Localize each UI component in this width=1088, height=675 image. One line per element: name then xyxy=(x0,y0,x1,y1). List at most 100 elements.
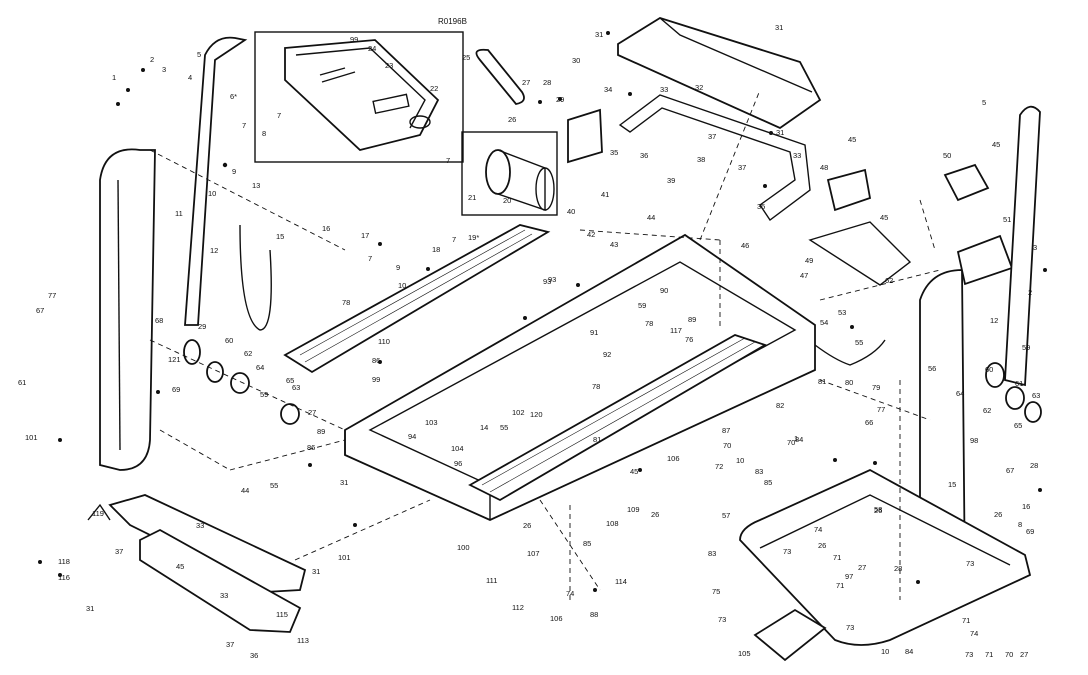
callout-label: 73 xyxy=(846,623,854,632)
callout-label: 37 xyxy=(708,132,716,141)
callout-label: 3 xyxy=(1033,243,1037,252)
callout-label: 45 xyxy=(848,135,856,144)
callout-label: 59 xyxy=(1022,343,1030,352)
callout-label: 109 xyxy=(627,505,640,514)
callout-label: 67 xyxy=(36,306,44,315)
callout-label: 49 xyxy=(805,256,813,265)
callout-label: 83 xyxy=(708,549,716,558)
callout-label: 73 xyxy=(783,547,791,556)
callout-label: 62 xyxy=(983,406,991,415)
callout-label: 31 xyxy=(86,604,94,613)
callout-label: 47 xyxy=(800,271,808,280)
fasteners xyxy=(38,31,1047,592)
callout-label: 84 xyxy=(905,647,913,656)
callout-label: 10 xyxy=(736,456,744,465)
callout-label: 93 xyxy=(543,277,551,286)
callout-label: 8 xyxy=(262,129,266,138)
callout-label: 32 xyxy=(695,83,703,92)
callout-label: 29 xyxy=(556,95,564,104)
callout-label: 115 xyxy=(276,610,288,619)
power-cord xyxy=(814,339,886,366)
callout-label: 92 xyxy=(603,350,611,359)
callout-label: 60 xyxy=(225,336,233,345)
callout-label: 111 xyxy=(486,576,497,585)
callout-label: 102 xyxy=(512,408,525,417)
callout-label: 55 xyxy=(270,481,278,490)
callout-label: 6* xyxy=(230,92,237,101)
callout-label: 25 xyxy=(462,53,470,62)
callout-label: 59 xyxy=(638,301,646,310)
callout-label: 78 xyxy=(342,298,350,307)
callout-label: 114 xyxy=(615,577,627,586)
callout-label: 64 xyxy=(956,389,964,398)
wire-loop xyxy=(239,224,272,331)
callout-label: 10 xyxy=(881,647,889,656)
callout-label: 99 xyxy=(350,35,358,44)
callout-label: 2 xyxy=(1028,288,1032,297)
callout-label: 56 xyxy=(928,364,936,373)
callout-label: 112 xyxy=(512,603,524,612)
callout-label: 41 xyxy=(601,190,609,199)
callout-label: 84 xyxy=(795,435,803,444)
callout-label: 71 xyxy=(962,616,970,625)
callout-label: 20 xyxy=(503,196,511,205)
callout-label: 26 xyxy=(818,541,826,550)
callout-label: 43 xyxy=(610,240,618,249)
callout-label: 7 xyxy=(446,156,450,165)
callout-label: 18 xyxy=(432,245,440,254)
callout-label: 75 xyxy=(712,587,720,596)
upper-control-box xyxy=(943,163,990,202)
callout-label: 120 xyxy=(530,410,543,419)
callout-label: 89 xyxy=(317,427,325,436)
callout-label: 121 xyxy=(168,355,181,364)
callout-label: 99 xyxy=(372,375,380,384)
callout-label: 106 xyxy=(550,614,563,623)
callout-label: 81 xyxy=(818,377,826,386)
callout-label: 16 xyxy=(1022,502,1030,511)
callout-label: 37 xyxy=(738,163,746,172)
callout-label: 15 xyxy=(276,232,284,241)
callout-label: 86 xyxy=(307,443,315,452)
callout-label: 116 xyxy=(58,573,70,582)
callout-label: 45 xyxy=(630,467,638,476)
callout-label: 51 xyxy=(1003,215,1011,224)
front-step-lower xyxy=(139,528,302,633)
callout-label: 106 xyxy=(667,454,680,463)
callout-label: 45 xyxy=(992,140,1000,149)
motor-inset xyxy=(461,131,558,216)
callout-label: 61 xyxy=(1015,379,1023,388)
hood-frame xyxy=(618,94,811,222)
callout-label: 39 xyxy=(667,176,675,185)
callout-label: 81 xyxy=(593,435,601,444)
right-handrail xyxy=(1004,105,1041,387)
step-plate xyxy=(753,608,827,662)
assembly-leader-lines xyxy=(149,89,941,600)
callout-label: 10 xyxy=(208,189,216,198)
base-frame xyxy=(739,468,1032,646)
callout-label: 29 xyxy=(198,322,206,331)
callout-label: 100 xyxy=(457,543,470,552)
callout-label: 30 xyxy=(572,56,580,65)
callout-label: 36 xyxy=(640,151,648,160)
callout-label: 14 xyxy=(480,423,488,432)
callout-label: 82 xyxy=(776,401,784,410)
callout-label: 104 xyxy=(451,444,464,453)
callout-label: 31 xyxy=(312,567,320,576)
callout-label: 42 xyxy=(587,230,595,239)
deck-board-right xyxy=(468,334,768,502)
callout-label: 7 xyxy=(277,111,281,120)
deck-frame xyxy=(344,233,816,521)
callout-label: 113 xyxy=(297,636,309,645)
callout-label: 13 xyxy=(252,181,260,190)
callout-label: 46 xyxy=(741,241,749,250)
callout-label: 28 xyxy=(543,78,551,87)
callout-label: 71 xyxy=(836,581,844,590)
callout-label: 119 xyxy=(92,509,104,518)
callout-label: 67 xyxy=(1006,466,1014,475)
callout-label: 74 xyxy=(814,525,822,534)
callout-label: 76 xyxy=(685,335,693,344)
callout-label: 15 xyxy=(948,480,956,489)
callout-label: 85 xyxy=(583,539,591,548)
callout-label: 28 xyxy=(1030,461,1038,470)
callout-label: 98 xyxy=(970,436,978,445)
